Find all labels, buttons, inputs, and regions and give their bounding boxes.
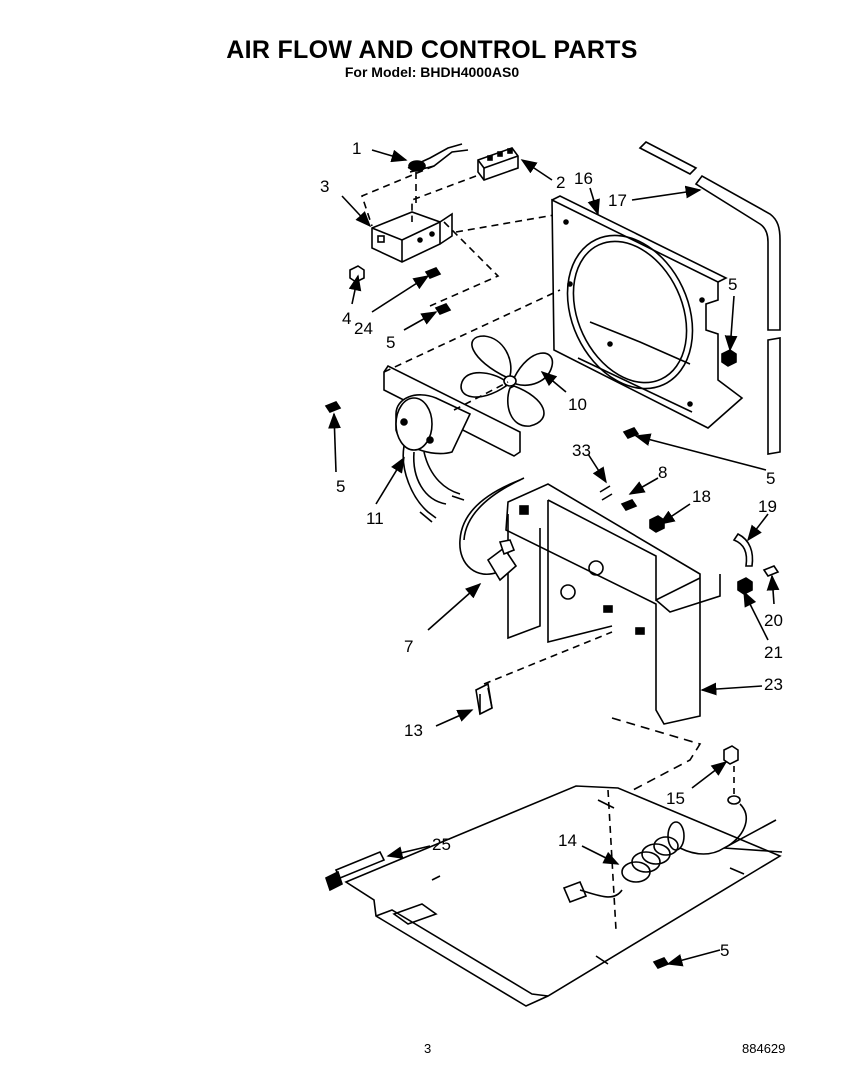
page-number: 3	[424, 1041, 432, 1056]
callout-5-shroud-bottom: 5	[766, 469, 775, 488]
callout-5-shroud-top: 5	[728, 275, 737, 294]
callout-21: 21	[764, 643, 783, 662]
callout-17: 17	[608, 191, 627, 210]
callout-5-base: 5	[720, 941, 729, 960]
part-screws-upper	[349, 265, 452, 315]
part-fan-blade	[460, 335, 554, 427]
part-harness-connector	[325, 850, 386, 892]
part-fan-shroud	[551, 195, 744, 429]
part-terminal-block	[477, 147, 519, 181]
model-subtitle: For Model: BHDH4000AS0	[344, 64, 520, 80]
callout-5-motor: 5	[336, 477, 345, 496]
part-wire-connector	[407, 143, 469, 173]
callout-23: 23	[764, 675, 783, 694]
callout-2: 2	[556, 173, 565, 192]
callout-16: 16	[574, 169, 593, 188]
callout-33: 33	[572, 441, 591, 460]
callout-20: 20	[764, 611, 783, 630]
callout-14: 14	[558, 831, 577, 850]
callout-15: 15	[666, 789, 685, 808]
part-power-cord	[562, 795, 783, 904]
callout-13: 13	[404, 721, 423, 740]
callout-25: 25	[432, 835, 451, 854]
page-title: AIR FLOW AND CONTROL PARTS	[226, 36, 638, 64]
callout-24: 24	[354, 319, 373, 338]
callout-4: 4	[342, 309, 351, 328]
part-base-pan	[344, 785, 782, 1007]
callout-1: 1	[352, 139, 361, 158]
part-control-bracket	[371, 211, 453, 263]
part-fan-motor	[383, 364, 521, 523]
callout-11: 11	[366, 509, 384, 528]
part-seal-strips	[638, 141, 781, 455]
part-control-housing	[505, 483, 721, 725]
callout-19: 19	[758, 497, 777, 516]
document-number: 884629	[742, 1041, 786, 1056]
callout-8: 8	[658, 463, 667, 482]
callout-18: 18	[692, 487, 711, 506]
callout-3: 3	[320, 177, 329, 196]
callout-7: 7	[404, 637, 413, 656]
callout-10: 10	[568, 395, 587, 414]
callout-5-bracket: 5	[386, 333, 395, 352]
